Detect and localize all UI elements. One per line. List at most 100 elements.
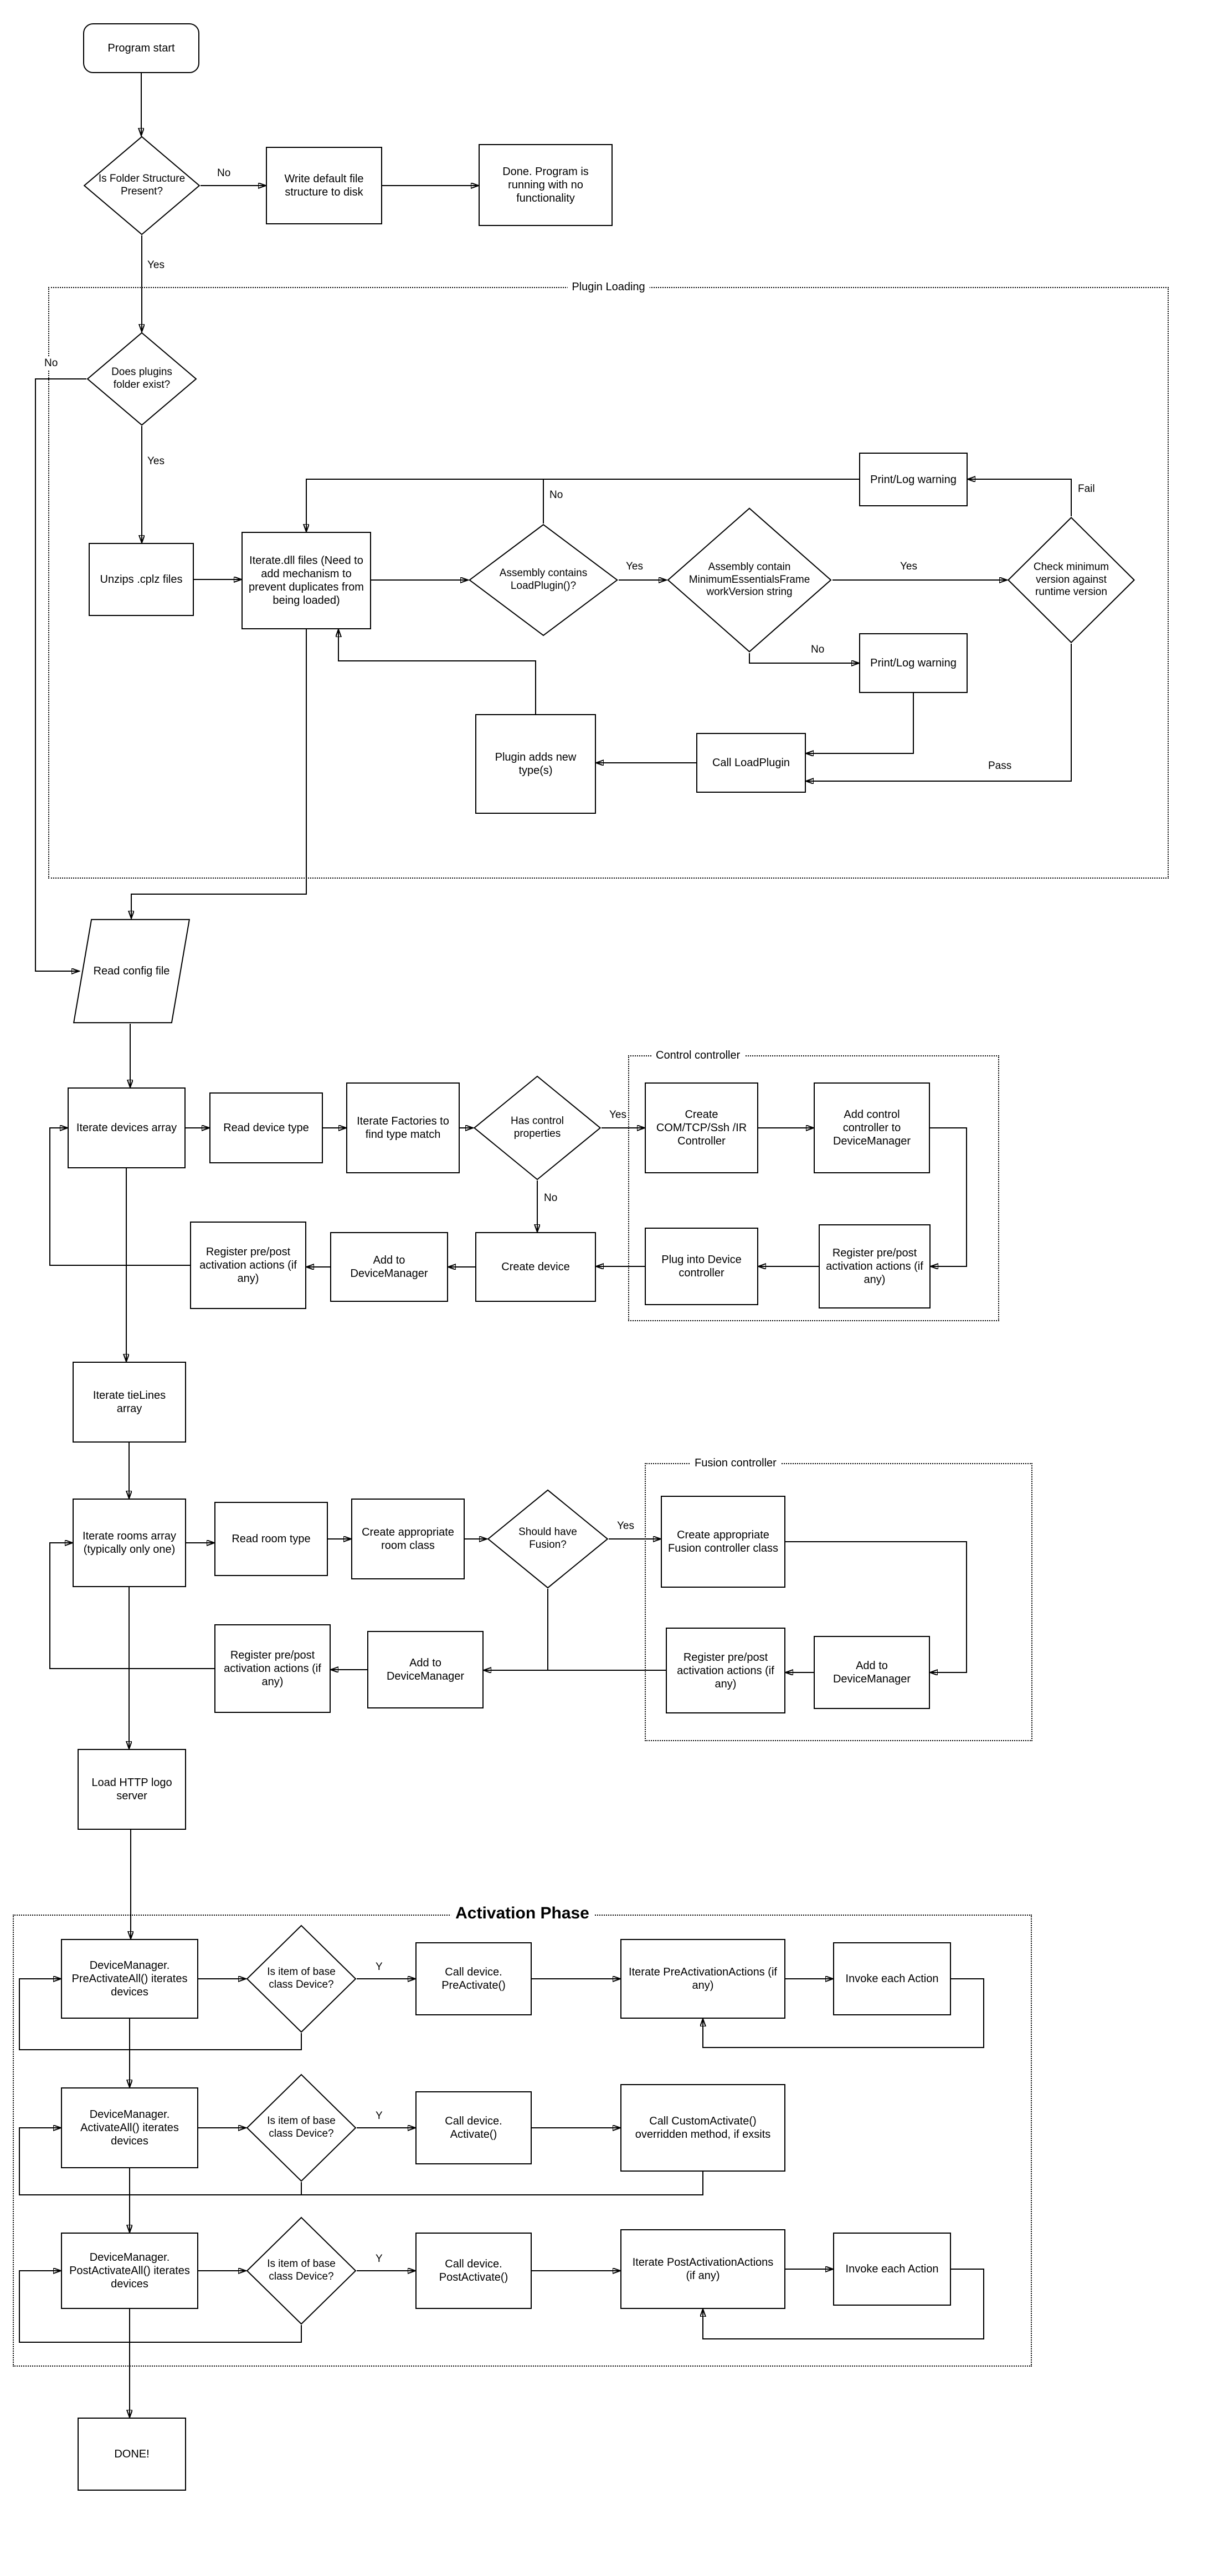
node-create-device: Create device — [475, 1232, 596, 1302]
node-call-activate: Call device. Activate() — [415, 2091, 532, 2164]
node-read-config: Read config file — [73, 918, 191, 1024]
node-create-fusion-controller: Create appropriate Fusion controller cla… — [661, 1496, 785, 1588]
edge-invokepre-loop — [703, 1978, 984, 2048]
node-call-custom-activate: Call CustomActivate() overridden method,… — [620, 2084, 785, 2172]
node-read-room-type-label: Read room type — [232, 1533, 311, 1545]
node-invoke-each-action-pre-label: Invoke each Action — [845, 1973, 939, 1985]
node-post-is-device-label: Is item of base class Device? — [267, 2258, 336, 2282]
node-pre-is-device: Is item of base class Device? — [246, 1925, 357, 2033]
edge-minversion-no — [749, 653, 859, 663]
edge-check-fail — [968, 479, 1072, 516]
node-folder-check-label: Is Folder Structure Present? — [98, 173, 186, 197]
diamond-shape — [246, 2074, 357, 2182]
node-invoke-each-action-post: Invoke each Action — [833, 2233, 951, 2306]
diamond-shape — [473, 1075, 602, 1181]
node-should-have-fusion-label: Should have Fusion? — [518, 1526, 577, 1551]
node-plugin-adds-types-label: Plugin adds new type(s) — [495, 751, 577, 777]
node-unzip-cplz: Unzips .cplz files — [89, 543, 194, 616]
node-register-actions-fusion-label: Register pre/post activation actions (if… — [677, 1651, 774, 1690]
node-call-loadplugin-label: Call LoadPlugin — [712, 757, 790, 769]
node-create-fusion-controller-label: Create appropriate Fusion controller cla… — [668, 1529, 778, 1554]
node-assembly-minversion-check-label: Assembly contain MinimumEssentialsFramew… — [688, 561, 810, 598]
node-create-controller: Create COM/TCP/Ssh /IR Controller — [645, 1082, 758, 1173]
node-act-is-device-label: Is item of base class Device? — [267, 2115, 336, 2139]
node-print-log-warning-top-label: Print/Log warning — [870, 473, 957, 486]
node-program-start: Program start — [83, 23, 199, 73]
node-plug-into-device-controller: Plug into Device controller — [645, 1228, 758, 1305]
edge-label-control-no: No — [543, 1192, 559, 1204]
node-pre-activate-all: DeviceManager. PreActivateAll() iterates… — [61, 1939, 198, 2019]
edge-printmid-call — [806, 693, 914, 753]
node-read-device-type-label: Read device type — [223, 1122, 309, 1134]
activation-phase-group: Activation Phase — [13, 1904, 1032, 2367]
node-iterate-rooms-label: Iterate rooms array (typically only one) — [83, 1530, 176, 1556]
diamond-shape — [86, 332, 197, 426]
edge-label-control-yes: Yes — [608, 1109, 628, 1121]
node-iterate-devices-label: Iterate devices array — [76, 1122, 177, 1134]
node-act-is-device: Is item of base class Device? — [246, 2074, 357, 2182]
node-done-label: DONE! — [114, 2448, 150, 2460]
edge-label-loadplugin-no: No — [548, 489, 564, 501]
edge-label-plugins-yes: Yes — [146, 455, 166, 468]
node-add-to-devicemanager-fusion: Add to DeviceManager — [814, 1636, 930, 1709]
node-read-config-label: Read config file — [93, 965, 170, 977]
edge-label-folder-yes: Yes — [146, 259, 166, 271]
plugin-loading-group: Plugin Loading — [48, 281, 1169, 879]
node-iterate-postactions: Iterate PostActivationActions (if any) — [620, 2229, 785, 2309]
node-post-activate-all: DeviceManager. PostActivateAll() iterate… — [61, 2233, 198, 2309]
edge-addctrl-register — [930, 1127, 967, 1266]
node-assembly-loadplugin-check-label: Assembly contains LoadPlugin()? — [499, 567, 588, 592]
node-iterate-devices: Iterate devices array — [68, 1087, 186, 1168]
node-invoke-each-action-post-label: Invoke each Action — [845, 2263, 939, 2275]
node-iterate-tielines: Iterate tieLines array — [73, 1362, 186, 1443]
node-iterate-dll-label: Iterate.dll files (Need to add mechanism… — [249, 555, 364, 607]
fusion-controller-label: Fusion controller — [690, 1457, 781, 1470]
node-iterate-rooms: Iterate rooms array (typically only one) — [73, 1499, 186, 1587]
node-unzip-cplz-label: Unzips .cplz files — [100, 573, 183, 586]
edge-dll-config — [131, 629, 307, 918]
node-load-http-logo-label: Load HTTP logo server — [91, 1777, 172, 1802]
parallelogram-shape — [73, 918, 191, 1024]
diamond-shape — [666, 507, 832, 653]
node-call-custom-activate-label: Call CustomActivate() overridden method,… — [635, 2115, 771, 2141]
plugin-loading-label: Plugin Loading — [567, 281, 650, 294]
node-create-device-label: Create device — [501, 1261, 570, 1273]
node-call-postactivate-label: Call device. PostActivate() — [439, 2258, 508, 2283]
control-controller-label: Control controller — [651, 1049, 745, 1062]
edge-label-pre-y: Y — [374, 1961, 384, 1973]
diamond-shape — [487, 1489, 609, 1589]
diamond-shape — [246, 1925, 357, 2033]
edge-label-minversion-no: No — [810, 644, 826, 656]
edge-label-minversion-yes: Yes — [899, 561, 918, 573]
node-post-activate-all-label: DeviceManager. PostActivateAll() iterate… — [69, 2251, 190, 2290]
node-folder-check: Is Folder Structure Present? — [83, 136, 201, 235]
node-print-log-warning-mid: Print/Log warning — [859, 633, 968, 693]
node-call-postactivate: Call device. PostActivate() — [415, 2233, 532, 2309]
node-iterate-preactions-label: Iterate PreActivationActions (if any) — [629, 1966, 777, 1992]
node-register-actions-control: Register pre/post activation actions (if… — [819, 1224, 931, 1308]
edge-device-loop — [49, 1128, 190, 1266]
node-iterate-factories-label: Iterate Factories to find type match — [357, 1115, 449, 1141]
edge-post-loop — [19, 2271, 302, 2343]
node-add-to-devicemanager-fusion-label: Add to DeviceManager — [832, 1660, 911, 1685]
edge-pluginadds-dll — [338, 629, 536, 714]
node-program-start-label: Program start — [107, 42, 175, 54]
node-read-device-type: Read device type — [209, 1092, 323, 1163]
edge-check-pass — [806, 644, 1072, 781]
node-iterate-tielines-label: Iterate tieLines array — [92, 1389, 166, 1415]
node-call-loadplugin: Call LoadPlugin — [696, 733, 806, 793]
node-iterate-factories: Iterate Factories to find type match — [346, 1082, 460, 1173]
node-add-to-devicemanager-device-label: Add to DeviceManager — [350, 1254, 428, 1280]
edge-label-act-y: Y — [374, 2110, 384, 2122]
node-done-no-functionality: Done. Program is running with no functio… — [479, 144, 613, 226]
node-check-min-version: Check minimum version against runtime ve… — [1007, 516, 1135, 644]
node-should-have-fusion: Should have Fusion? — [487, 1489, 609, 1589]
node-activate-all: DeviceManager. ActivateAll() iterates de… — [61, 2087, 198, 2168]
node-print-log-warning-top: Print/Log warning — [859, 453, 968, 506]
node-invoke-each-action-pre: Invoke each Action — [833, 1942, 951, 2015]
node-post-is-device: Is item of base class Device? — [246, 2216, 357, 2325]
activation-phase-label: Activation Phase — [451, 1904, 594, 1923]
edge-label-check-fail: Fail — [1077, 483, 1096, 495]
edge-plugins-no — [35, 378, 86, 971]
